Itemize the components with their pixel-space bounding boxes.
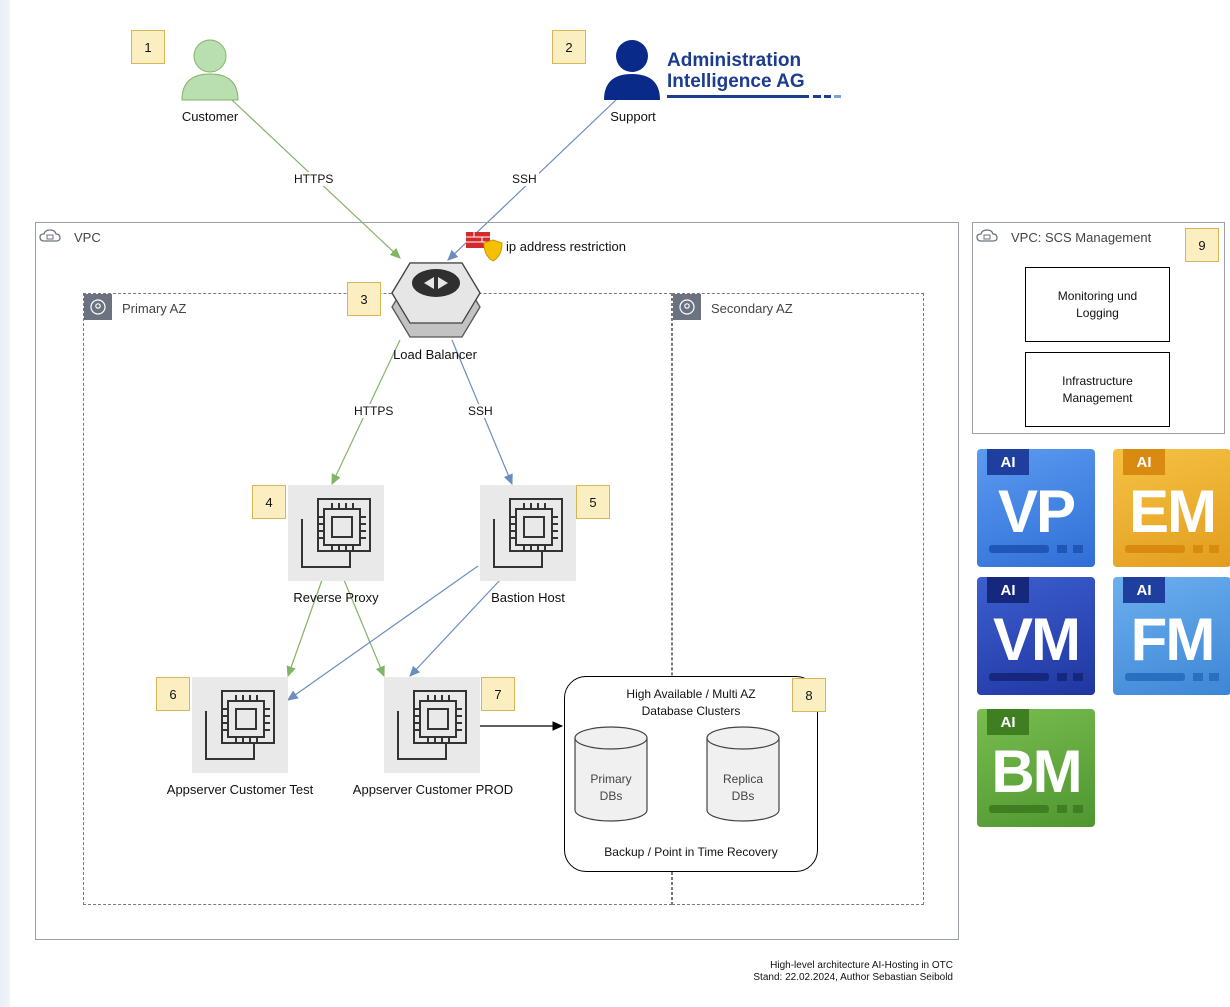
edge-bastion-test [287,565,479,701]
badge-3: 3 [347,282,381,316]
support-user-icon [604,40,660,100]
badge-6: 6 [156,677,190,711]
tile-vp-prefix: AI [987,449,1029,475]
appserver-prod-instance [384,677,480,773]
badge-9: 9 [1185,228,1219,262]
monitoring-line2: Logging [1076,306,1119,320]
product-tile-em: AI EM [1113,449,1230,567]
replica-db-line2: DBs [731,789,755,803]
ec2-instance-icon [397,690,467,760]
bastion-host-label: Bastion Host [491,590,565,605]
edge-label-customer-https: HTTPS [292,172,336,186]
appserver-prod-label: Appserver Customer PROD [352,782,514,797]
tile-vp-code: VP [997,478,1076,545]
tile-bm-prefix: AI [987,709,1029,735]
product-tile-bm: AI BM [977,709,1095,827]
cloud-lock-icon [973,223,1001,249]
ip-restriction-label: ip address restriction [506,239,626,254]
badge-2: 2 [552,30,586,64]
product-tile-vm: AI VM [977,577,1095,695]
edge-label-lb-ssh: SSH [466,404,495,418]
primary-az-label: Primary AZ [122,301,187,316]
brand-underline [667,94,845,100]
reverse-proxy-label: Reverse Proxy [293,590,379,605]
ec2-instance-icon [301,498,371,568]
replica-db-line1: Replica [722,772,764,786]
ec2-instance-icon [493,498,563,568]
brand-line1: Administration [667,50,802,71]
db-cluster-title-line1: High Available / Multi AZ [626,687,756,701]
badge-4: 4 [252,485,286,519]
cloud-lock-icon [36,223,64,249]
footer-line2: Stand: 22.02.2024, Author Sebastian Seib… [753,972,953,983]
customer-label: Customer [181,109,239,124]
reverse-proxy-instance [288,485,384,581]
edge-label-lb-https: HTTPS [352,404,396,418]
tile-em-prefix: AI [1123,449,1165,475]
primary-db-line1: Primary [590,772,632,786]
footer-caption: High-level architecture AI-Hosting in OT… [640,960,953,984]
tile-vm-prefix: AI [987,577,1029,603]
product-tile-fm: AI FM [1113,577,1230,695]
primary-db-icon [574,726,648,822]
appserver-test-instance [192,677,288,773]
badge-8: 8 [792,678,826,712]
appserver-test-label: Appserver Customer Test [166,782,314,797]
location-pin-icon [673,294,701,320]
support-label: Support [610,109,656,124]
infra-line1: Infrastructure [1062,374,1133,388]
customer-user-icon [181,39,239,101]
ec2-instance-icon [205,690,275,760]
tile-bm-code: BM [991,738,1082,805]
badge-1: 1 [131,30,165,64]
db-cluster-title-line2: Database Clusters [641,704,741,718]
mgmt-vpc-container: VPC: SCS Management [972,222,1225,434]
secondary-az-container: Secondary AZ [672,293,924,905]
secondary-az-label: Secondary AZ [711,301,793,316]
primary-az-container: Primary AZ [83,293,672,905]
tile-fm-code: FM [1130,606,1216,673]
brand-line2: Intelligence AG [667,71,805,92]
firewall-shield-icon [466,232,503,262]
tile-vm-code: VM [993,606,1081,673]
load-balancer-icon [391,262,481,338]
primary-db-line2: DBs [599,789,623,803]
footer-line1: High-level architecture AI-Hosting in OT… [770,960,953,971]
infra-line2: Management [1062,391,1133,405]
tile-fm-prefix: AI [1123,577,1165,603]
edge-label-support-ssh: SSH [510,172,539,186]
replica-db-icon [706,726,780,822]
product-tile-vp: AI VP [977,449,1095,567]
vpc-container: VPC [35,222,959,940]
badge-5: 5 [576,485,610,519]
location-pin-icon [84,294,112,320]
tile-em-code: EM [1129,478,1217,545]
edge-proxy-test [286,579,323,678]
monitoring-line1: Monitoring und [1057,289,1138,303]
edge-proxy-prod [343,579,385,678]
vpc-label: VPC [74,230,101,245]
mgmt-vpc-label: VPC: SCS Management [1011,230,1152,245]
edge-bastion-prod [409,579,501,677]
db-cluster-footer: Backup / Point in Time Recovery [604,845,778,859]
load-balancer-label: Load Balancer [393,347,477,362]
brand-logo: Administration Intelligence AG [667,50,845,100]
badge-7: 7 [481,677,515,711]
bastion-host-instance [480,485,576,581]
